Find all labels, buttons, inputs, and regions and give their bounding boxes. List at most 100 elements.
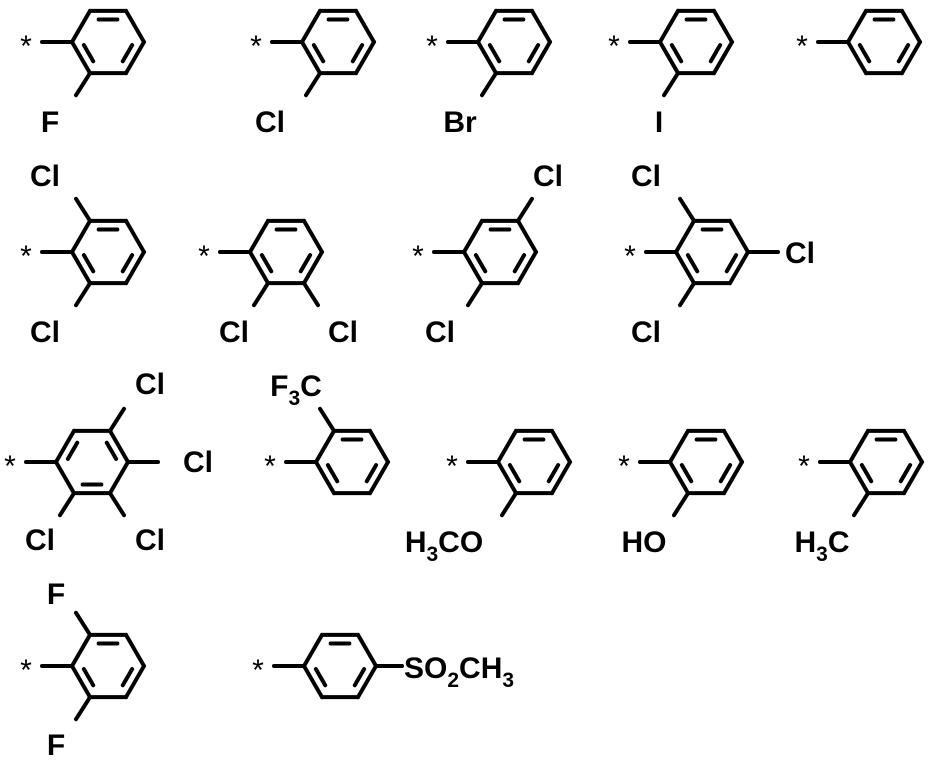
- substituent-bond: [320, 409, 334, 431]
- aromatic-inner-bond: [123, 45, 132, 61]
- aromatic-inner-bond: [353, 45, 362, 61]
- structure-2-hydroxy: *HO: [618, 431, 742, 559]
- aromatic-inner-bond: [367, 465, 376, 481]
- ring-bond: [714, 11, 732, 42]
- substituent-bond: [60, 493, 74, 515]
- ring-bond: [724, 431, 742, 462]
- aromatic-inner-bond: [672, 45, 681, 61]
- substituent-bond: [664, 73, 678, 95]
- ring-bond: [304, 635, 322, 666]
- structure-2-iodo: *I: [608, 11, 732, 139]
- aromatic-inner-bond: [84, 255, 93, 271]
- attachment-point-star: *: [198, 240, 210, 273]
- structure-phenyl: *: [796, 11, 920, 73]
- substituent-label: F3C: [270, 370, 322, 410]
- attachment-point-star: *: [426, 30, 438, 63]
- ring-bond: [356, 42, 374, 73]
- ring-bond: [250, 252, 268, 283]
- ring-bond: [676, 252, 694, 283]
- structure-2,6-dichloro: *ClCl: [20, 160, 144, 349]
- aromatic-inner-bond: [68, 443, 77, 459]
- ring-bond: [316, 462, 334, 493]
- ring-bond: [302, 11, 320, 42]
- substituent-bond: [76, 283, 90, 305]
- ring-bond: [498, 462, 516, 493]
- ring-bond: [110, 462, 128, 493]
- ring-bond: [464, 252, 482, 283]
- substituent-label: SO2CH3: [404, 652, 514, 692]
- ring-bond: [316, 431, 334, 462]
- ring-bond: [72, 252, 90, 283]
- ring-bond: [302, 42, 320, 73]
- aromatic-inner-bond: [84, 669, 93, 685]
- attachment-point-star: *: [252, 654, 264, 687]
- substituent-label: Cl: [219, 316, 249, 349]
- substituent-bond: [76, 199, 90, 221]
- substituent-label: F: [41, 106, 59, 139]
- substituent-label: F: [47, 578, 65, 611]
- ring-bond: [464, 221, 482, 252]
- ring-bond: [518, 221, 536, 252]
- attachment-point-star: *: [20, 30, 32, 63]
- structure-2,3,4,5-tetrachloro: *ClClClCl: [4, 368, 213, 557]
- ring-bond: [72, 11, 90, 42]
- substituent-bond: [304, 283, 318, 305]
- substituent-label: I: [655, 106, 663, 139]
- ring-bond: [126, 635, 144, 666]
- ring-bond: [250, 221, 268, 252]
- substituent-bond: [518, 199, 532, 221]
- attachment-point-star: *: [264, 450, 276, 483]
- ring-bond: [498, 431, 516, 462]
- aromatic-inner-bond: [515, 255, 524, 271]
- ring-bond: [126, 666, 144, 697]
- ring-bond: [72, 635, 90, 666]
- substituent-label: Cl: [533, 160, 563, 193]
- aromatic-inner-bond: [490, 45, 499, 61]
- attachment-point-star: *: [796, 30, 808, 63]
- substituent-label: Cl: [255, 106, 285, 139]
- ring-bond: [676, 221, 694, 252]
- substituent-label: Cl: [328, 316, 358, 349]
- ring-bond: [72, 666, 90, 697]
- ring-bond: [850, 431, 868, 462]
- substituent-bond: [76, 73, 90, 95]
- ring-bond: [126, 221, 144, 252]
- ring-bond: [110, 431, 128, 462]
- substituent-label: Cl: [135, 524, 165, 557]
- substituent-label: Cl: [135, 368, 165, 401]
- aromatic-inner-bond: [510, 465, 519, 481]
- ring-bond: [660, 42, 678, 73]
- substituent-label: F: [47, 729, 65, 761]
- substituent-bond: [110, 409, 124, 431]
- ring-bond: [904, 431, 922, 462]
- structure-2,3-dichloro: * Cl Cl: [198, 221, 358, 349]
- ring-bond: [304, 252, 322, 283]
- aromatic-inner-bond: [301, 255, 310, 271]
- ring-bond: [670, 462, 688, 493]
- substituent-label: HO: [622, 526, 667, 559]
- ring-bond: [126, 11, 144, 42]
- substituent-bond: [110, 493, 124, 515]
- aromatic-inner-bond: [355, 669, 364, 685]
- ring-bond: [730, 252, 748, 283]
- substituent-bond: [502, 493, 516, 515]
- ring-bond: [848, 42, 866, 73]
- attachment-point-star: *: [250, 30, 262, 63]
- aromatic-inner-bond: [262, 255, 271, 271]
- structure-2-chloro: * Cl: [250, 11, 374, 139]
- aromatic-inner-bond: [899, 45, 908, 61]
- substituent-bond: [306, 73, 320, 95]
- ring-bond: [714, 42, 732, 73]
- aromatic-inner-bond: [476, 255, 485, 271]
- substituent-label: Cl: [631, 316, 661, 349]
- ring-bond: [72, 221, 90, 252]
- substituent-bond: [674, 493, 688, 515]
- ring-bond: [902, 11, 920, 42]
- ring-bond: [370, 431, 388, 462]
- ring-bond: [370, 462, 388, 493]
- aromatic-inner-bond: [711, 45, 720, 61]
- substituent-bond: [854, 493, 868, 515]
- aromatic-inner-bond: [123, 669, 132, 685]
- ring-bond: [358, 666, 376, 697]
- substituent-label: Br: [443, 106, 477, 139]
